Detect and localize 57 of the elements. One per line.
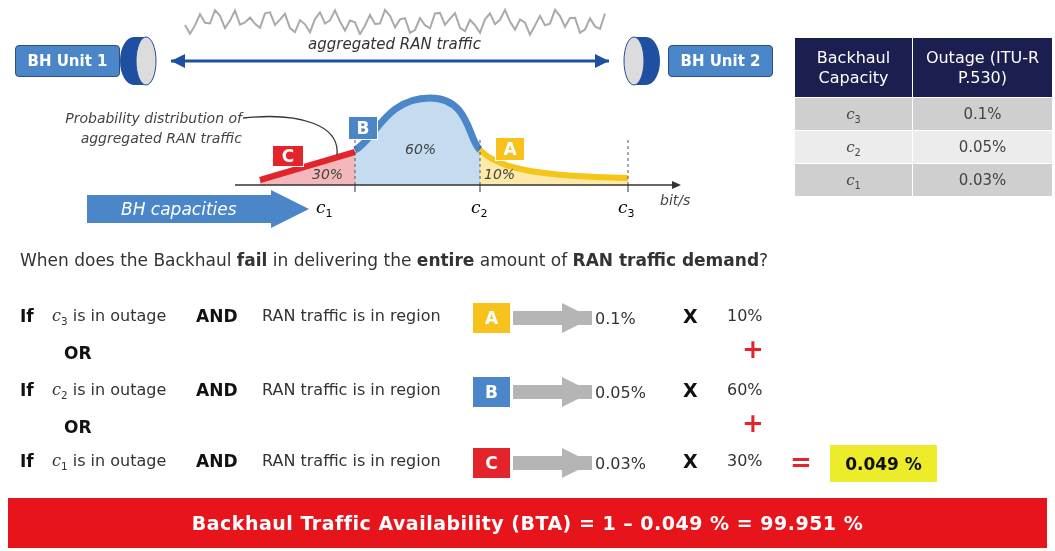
table-header-cell: Outage (ITU-R P.530) <box>913 38 1053 97</box>
value-text: 0.05% <box>595 380 667 404</box>
keyword-text: If <box>20 306 34 326</box>
region-badge: B <box>473 377 510 407</box>
axis-tick-label: c$_{1}$ <box>316 197 333 221</box>
unit-box: BH Unit 1 <box>15 45 120 77</box>
condition-text: RAN traffic is in region <box>262 306 441 325</box>
condition-text: RAN traffic is in region <box>262 451 441 470</box>
condition-text: c$_{3}$ is in outage <box>52 306 167 328</box>
condition-text: RAN traffic is in region <box>262 380 441 399</box>
percent-value: 10% <box>727 306 763 325</box>
keyword-text: OR <box>64 417 92 437</box>
value-text: 0.1% <box>595 306 667 330</box>
table-cell: c$_{3}$ <box>795 97 913 130</box>
operator-symbol: X <box>683 379 698 401</box>
condition-text: c$_{1}$ is in outage <box>52 451 167 473</box>
operator-symbol: + <box>742 339 764 359</box>
keyword-text: AND <box>196 380 238 400</box>
operator-symbol: = <box>790 452 812 472</box>
percent-value: 30% <box>727 451 763 470</box>
result-banner: Backhaul Traffic Availability (BTA) = 1 – 0.049 % = 99.951 % <box>8 498 1047 548</box>
edge-label: aggregated RAN traffic <box>305 35 484 53</box>
leader-line <box>242 115 338 156</box>
percent-value: 60% <box>727 380 763 399</box>
operator-symbol: X <box>683 305 698 327</box>
block-arrow <box>513 377 592 407</box>
percent-label: 30% <box>312 166 344 182</box>
keyword-text: AND <box>196 451 238 471</box>
keyword-text: If <box>20 451 34 471</box>
percent-label: 10% <box>484 166 516 182</box>
axis-tick-label: c$_{2}$ <box>471 197 488 221</box>
region-badge: C <box>473 448 510 478</box>
table-cell: c$_{2}$ <box>795 130 913 163</box>
value-text: 0.03% <box>595 451 667 475</box>
table-cell: 0.1% <box>913 97 1053 130</box>
region-badge: A <box>473 303 510 333</box>
axis-unit-label: bit/s <box>660 192 691 208</box>
operator-symbol: X <box>683 450 698 472</box>
block-arrow: BH capacities <box>87 190 309 228</box>
table-cell: 0.05% <box>913 130 1053 163</box>
block-arrow <box>513 303 592 333</box>
result-box: 0.049 % <box>830 445 937 482</box>
unit-box: BH Unit 2 <box>668 45 773 77</box>
question-text: When does the Backhaul fail in delivering the entire amount of RAN traffic demand? <box>20 250 769 270</box>
annotation-text: Probability distribution of aggregated RAN traffic <box>18 106 242 152</box>
condition-text: c$_{2}$ is in outage <box>52 380 167 402</box>
block-arrow <box>513 448 592 478</box>
keyword-text: AND <box>196 306 238 326</box>
double-arrow <box>171 54 609 68</box>
table-header-cell: Backhaul Capacity <box>795 38 913 97</box>
axis-tick-label: c$_{3}$ <box>618 197 635 221</box>
table-cell: 0.03% <box>913 163 1053 196</box>
keyword-text: OR <box>64 343 92 363</box>
keyword-text: If <box>20 380 34 400</box>
table-cell: c$_{1}$ <box>795 163 913 196</box>
percent-label: 60% <box>405 141 437 157</box>
operator-symbol: + <box>742 413 764 433</box>
